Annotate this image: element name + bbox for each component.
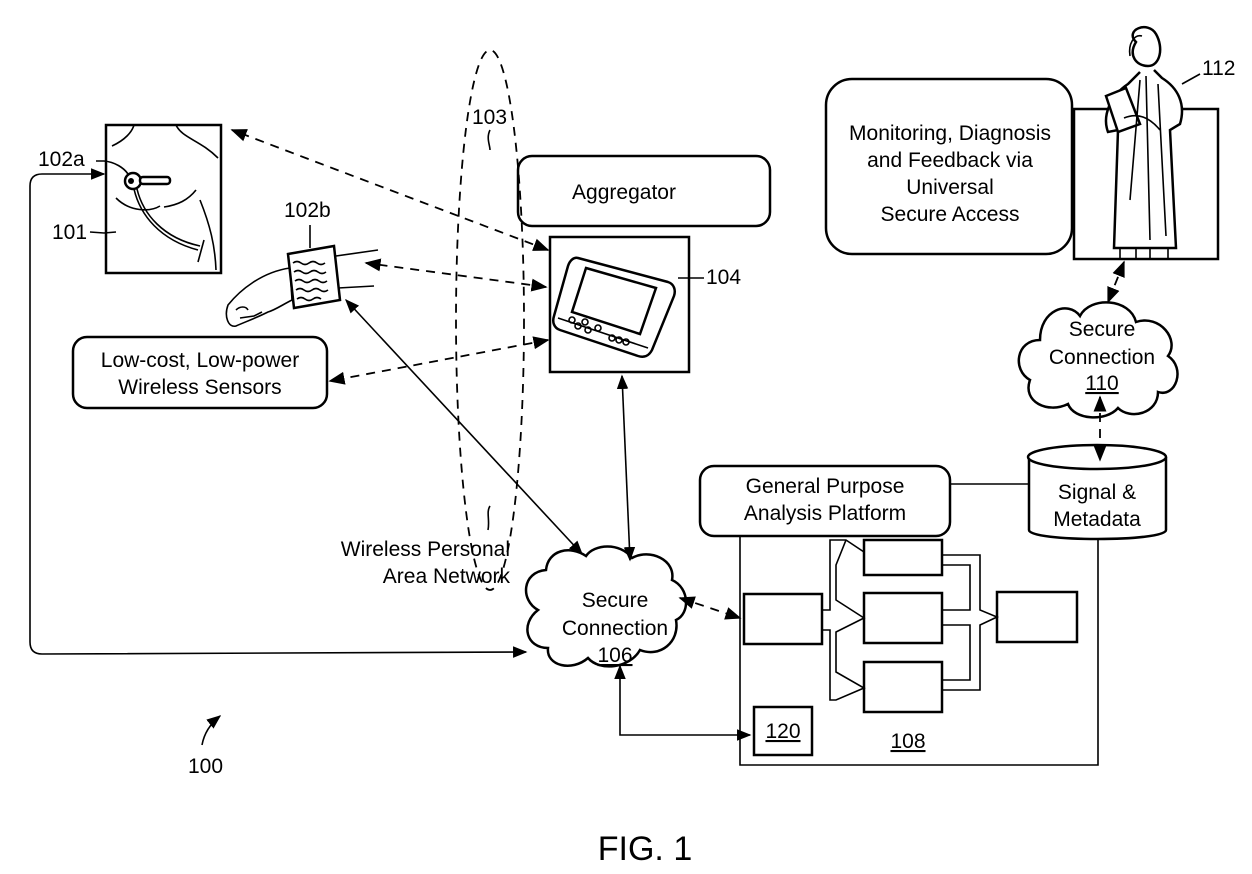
clinician-label-line2: and Feedback via [867,149,1033,172]
ref-112: 112 [1202,57,1235,80]
wpan-label-line1: Wireless Personal [341,538,510,561]
signal-metadata-database: Signal & Metadata [1028,445,1166,539]
sc106-ref: 106 [597,644,632,667]
wireless-sensors-box: Low-cost, Low-power Wireless Sensors [73,337,327,408]
storage-line1: Signal & [1058,481,1136,504]
output-stage-block [997,592,1077,642]
platform-label-line1: General Purpose [746,475,905,498]
link-chest-aggregator [232,130,548,250]
ref-102b: 102b [284,199,331,222]
aggregator-box: Aggregator [518,156,770,226]
link-cloud106-module120 [620,666,750,735]
clinician-label-line3: Universal [906,176,994,199]
clinician-illustration [1106,27,1182,260]
sc106-line2: Connection [562,617,668,640]
aggregator-label: Aggregator [572,181,676,204]
link-sensors-aggregator [330,340,548,381]
secure-connection-110-cloud: Secure Connection 110 [1019,302,1178,417]
sc110-line1: Secure [1069,318,1136,341]
ref-102a: 102a [38,148,85,171]
chest-sensor-electrode [125,173,200,250]
sensors-label-line1: Low-cost, Low-power [101,349,299,372]
patient-chest-illustration [106,125,221,273]
process-block-1 [864,540,942,575]
sensors-label-line2: Wireless Sensors [118,376,281,399]
platform-label-line2: Analysis Platform [744,502,906,525]
ref-104: 104 [706,266,741,289]
link-clinician-cloud110 [1108,262,1124,302]
secure-connection-106-cloud: Secure Connection 106 [526,547,686,668]
sc110-ref: 110 [1085,372,1118,395]
link-aggregator-cloud106 [622,376,630,560]
sc110-line2: Connection [1049,346,1155,369]
input-stage-block [744,594,822,644]
ref-120: 120 [765,720,800,743]
wpan-boundary: 103 Wireless Personal Area Network [341,50,524,590]
wpan-label-line2: Area Network [383,565,511,588]
link-wrist-cloud106 [346,300,582,554]
ref-100: 100 [188,755,223,778]
link-cloud106-platform [680,598,740,618]
process-block-2 [864,593,942,643]
process-block-3 [864,662,942,712]
storage-line2: Metadata [1053,508,1141,531]
ref-108: 108 [890,730,925,753]
aggregator-device [550,237,689,372]
ref-103: 103 [472,106,507,129]
sc106-line1: Secure [582,589,649,612]
figure-title: FIG. 1 [598,830,692,868]
wrist-sensor-illustration [226,246,378,326]
clinician-label-line1: Monitoring, Diagnosis [849,122,1051,145]
clinician-label-line4: Secure Access [881,203,1020,226]
ref-101: 101 [52,221,87,244]
